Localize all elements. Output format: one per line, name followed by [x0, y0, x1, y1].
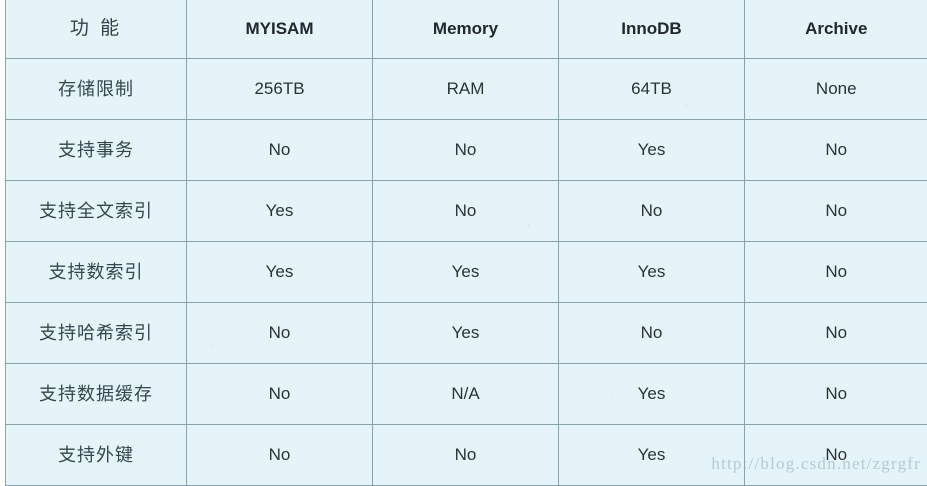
- cell-storage-limit-memory: RAM: [373, 59, 559, 120]
- row-label-transactions: 支持事务: [6, 120, 187, 181]
- table-header: 功 能 MYISAM Memory InnoDB Archive: [6, 0, 927, 59]
- column-header-myisam: MYISAM: [187, 0, 373, 59]
- row-label-data-cache: 支持数据缓存: [6, 364, 187, 425]
- cell-storage-limit-archive: None: [745, 59, 927, 120]
- cell-hash-index-archive: No: [745, 303, 927, 364]
- column-header-memory: Memory: [373, 0, 559, 59]
- cell-foreign-key-archive: No: [745, 425, 927, 486]
- cell-storage-limit-myisam: 256TB: [187, 59, 373, 120]
- table-row: 支持数索引 Yes Yes Yes No: [6, 242, 927, 303]
- storage-engine-comparison-table: 功 能 MYISAM Memory InnoDB Archive 存储限制 25…: [5, 0, 927, 486]
- cell-storage-limit-innodb: 64TB: [559, 59, 745, 120]
- cell-tree-index-memory: Yes: [373, 242, 559, 303]
- table-row: 支持全文索引 Yes No No No: [6, 181, 927, 242]
- cell-transactions-archive: No: [745, 120, 927, 181]
- cell-fulltext-index-myisam: Yes: [187, 181, 373, 242]
- table-row: 支持数据缓存 No N/A Yes No: [6, 364, 927, 425]
- cell-tree-index-archive: No: [745, 242, 927, 303]
- column-header-innodb: InnoDB: [559, 0, 745, 59]
- cell-hash-index-memory: Yes: [373, 303, 559, 364]
- cell-fulltext-index-memory: No: [373, 181, 559, 242]
- row-label-fulltext-index: 支持全文索引: [6, 181, 187, 242]
- cell-foreign-key-myisam: No: [187, 425, 373, 486]
- cell-foreign-key-memory: No: [373, 425, 559, 486]
- cell-hash-index-myisam: No: [187, 303, 373, 364]
- row-label-foreign-key: 支持外键: [6, 425, 187, 486]
- cell-data-cache-myisam: No: [187, 364, 373, 425]
- row-label-storage-limit: 存储限制: [6, 59, 187, 120]
- table-row: 支持哈希索引 No Yes No No: [6, 303, 927, 364]
- cell-fulltext-index-innodb: No: [559, 181, 745, 242]
- cell-tree-index-myisam: Yes: [187, 242, 373, 303]
- cell-tree-index-innodb: Yes: [559, 242, 745, 303]
- cell-transactions-memory: No: [373, 120, 559, 181]
- cell-transactions-myisam: No: [187, 120, 373, 181]
- cell-transactions-innodb: Yes: [559, 120, 745, 181]
- table-row: 支持外键 No No Yes No: [6, 425, 927, 486]
- row-label-hash-index: 支持哈希索引: [6, 303, 187, 364]
- cell-data-cache-innodb: Yes: [559, 364, 745, 425]
- cell-fulltext-index-archive: No: [745, 181, 927, 242]
- table-body: 存储限制 256TB RAM 64TB None 支持事务 No No Yes …: [6, 59, 927, 486]
- cell-foreign-key-innodb: Yes: [559, 425, 745, 486]
- table-row: 支持事务 No No Yes No: [6, 120, 927, 181]
- cell-data-cache-memory: N/A: [373, 364, 559, 425]
- row-label-tree-index: 支持数索引: [6, 242, 187, 303]
- table-row: 存储限制 256TB RAM 64TB None: [6, 59, 927, 120]
- cell-hash-index-innodb: No: [559, 303, 745, 364]
- header-row: 功 能 MYISAM Memory InnoDB Archive: [6, 0, 927, 59]
- column-header-feature: 功 能: [6, 0, 187, 59]
- column-header-archive: Archive: [745, 0, 927, 59]
- cell-data-cache-archive: No: [745, 364, 927, 425]
